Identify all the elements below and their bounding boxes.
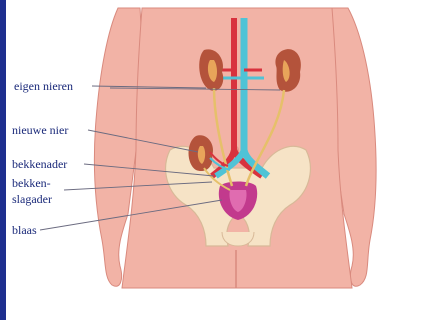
label-blaas: blaas [12,223,37,237]
label-bekkenslagader-line1: bekken- [12,176,51,190]
label-nieuwe-nier: nieuwe nier [12,123,68,137]
label-eigen-nieren: eigen nieren [14,79,73,93]
label-bekkenslagader-line2: slagader [12,192,52,206]
label-bekkenader: bekkenader [12,157,67,171]
